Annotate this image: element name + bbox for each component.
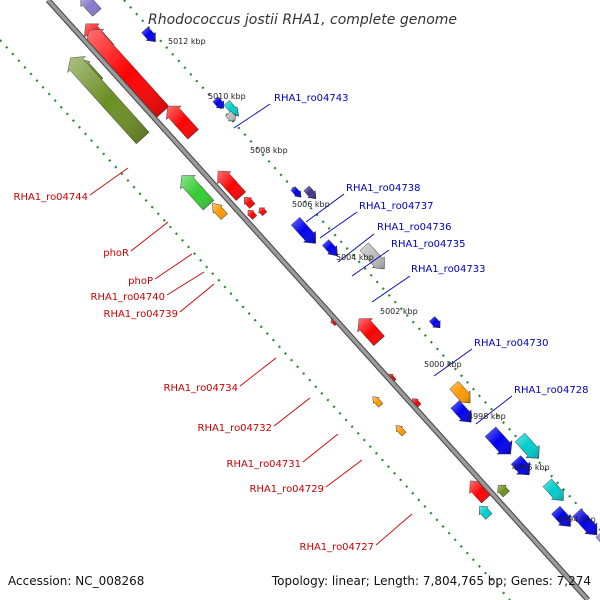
gene-label[interactable]: phoR [103, 248, 129, 259]
gene-feature-highlight [595, 533, 600, 542]
gene-label[interactable]: RHA1_ro04738 [346, 183, 421, 194]
leader-line [273, 397, 311, 427]
gene-feature-highlight [396, 425, 407, 437]
scale-label: 5010 kbp [208, 92, 246, 101]
gene-feature-highlight [290, 186, 301, 198]
leader-line [375, 513, 413, 546]
leader-line [337, 233, 375, 263]
leader-line [325, 459, 363, 488]
gene-feature-highlight [372, 396, 383, 408]
gene-label[interactable]: RHA1_ro04731 [227, 459, 302, 470]
gene-feature-highlight [180, 175, 214, 210]
gene-label[interactable]: RHA1_ro04734 [164, 383, 239, 394]
scale-label: 4996 kbp [512, 463, 550, 472]
gene-feature-highlight [244, 197, 256, 209]
leader-line [371, 275, 411, 303]
label-leader-lines [89, 103, 513, 546]
scale-label: 5004 kbp [336, 253, 374, 262]
gene-label[interactable]: RHA1_ro04729 [250, 484, 325, 495]
gene-feature-highlight [166, 106, 199, 140]
gene-feature-highlight [258, 207, 267, 216]
leader-line [179, 283, 215, 313]
gene-feature-highlight [572, 508, 597, 535]
scale-label: 5006 kbp [292, 200, 330, 209]
sequence-backbone [45, 0, 591, 600]
gene-feature-highlight [511, 455, 530, 475]
gene-feature-highlight [80, 0, 102, 17]
gene-label[interactable]: RHA1_ro04730 [474, 338, 549, 349]
gene-feature-highlight [479, 506, 493, 520]
reverse-gene-labels: RHA1_ro04744 phoR phoP RHA1_ro04740 RHA1… [14, 192, 375, 553]
tick-guide-line [0, 39, 511, 600]
scale-label: 4994 kbp [558, 515, 596, 524]
leader-line [166, 271, 205, 296]
leader-line [233, 103, 271, 129]
gene-feature-highlight [551, 506, 571, 527]
gene-feature-highlight [543, 478, 564, 501]
leader-line [130, 221, 169, 252]
scale-label: 5000 kbp [424, 360, 462, 369]
gene-label[interactable]: RHA1_ro04740 [91, 292, 166, 303]
gene-feature-highlight [449, 381, 471, 403]
gene-label[interactable]: RHA1_ro04743 [274, 93, 349, 104]
forward-gene-labels: RHA1_ro04743 RHA1_ro04738 RHA1_ro04737 R… [274, 93, 589, 396]
gene-feature-highlight [212, 203, 228, 220]
gene-label[interactable]: phoP [128, 276, 153, 287]
gene-feature-highlight [515, 433, 540, 459]
scale-label: 4998 kbp [468, 412, 506, 421]
leader-line [351, 249, 390, 277]
leader-line [302, 433, 339, 463]
leader-line [475, 395, 513, 425]
gene-feature-highlight [485, 426, 512, 454]
gene-feature-highlight [429, 316, 441, 328]
scale-label: 5012 kbp [168, 37, 206, 46]
gene-label[interactable]: RHA1_ro04735 [391, 239, 466, 250]
gene-feature-highlight [291, 217, 316, 244]
genome-title: Rhodococcus jostii RHA1, complete genome [148, 12, 457, 28]
gene-label[interactable]: RHA1_ro04733 [411, 264, 486, 275]
gene-feature-highlight [322, 239, 338, 256]
gene-label[interactable]: RHA1_ro04728 [514, 385, 589, 396]
scale-labels: 5012 kbp 5010 kbp 5008 kbp 5006 kbp 5004… [168, 37, 596, 524]
gene-label[interactable]: RHA1_ro04744 [14, 192, 89, 203]
leader-line [305, 193, 345, 223]
leader-line [319, 211, 358, 239]
gene-label[interactable]: RHA1_ro04727 [300, 542, 375, 553]
gene-feature-highlight [224, 100, 239, 117]
gene-feature-highlight [469, 480, 492, 503]
tick-guide-line [123, 0, 600, 531]
gene-feature-highlight [67, 56, 150, 144]
gene-feature-highlight [212, 97, 224, 109]
gene-feature-highlight [248, 210, 257, 220]
leader-line [239, 357, 277, 387]
gene-feature-highlight [360, 242, 385, 269]
scale-label: 5008 kbp [250, 146, 288, 155]
scale-label: 5002 kbp [380, 307, 418, 316]
gene-feature-highlight [303, 186, 316, 199]
gene-features [67, 0, 600, 543]
gene-label[interactable]: RHA1_ro04737 [359, 201, 434, 212]
leader-line [89, 167, 129, 196]
gene-label[interactable]: RHA1_ro04739 [104, 309, 179, 320]
genome-summary-text: Topology: linear; Length: 7,804,765 bp; … [271, 574, 591, 588]
gene-feature-highlight [450, 400, 472, 423]
gene-label[interactable]: RHA1_ro04736 [377, 222, 452, 233]
gene-feature-highlight [86, 29, 169, 119]
gene-label[interactable]: RHA1_ro04732 [198, 423, 273, 434]
gene-feature-highlight [497, 485, 510, 497]
gene-feature-highlight [412, 398, 422, 408]
leader-line [433, 348, 473, 377]
accession-text: Accession: NC_008268 [8, 574, 145, 588]
gene-feature-highlight [141, 27, 156, 42]
gene-feature-highlight [357, 318, 385, 346]
leader-line [154, 253, 193, 280]
gene-feature-highlight [225, 111, 236, 121]
gene-feature-highlight [217, 171, 246, 201]
